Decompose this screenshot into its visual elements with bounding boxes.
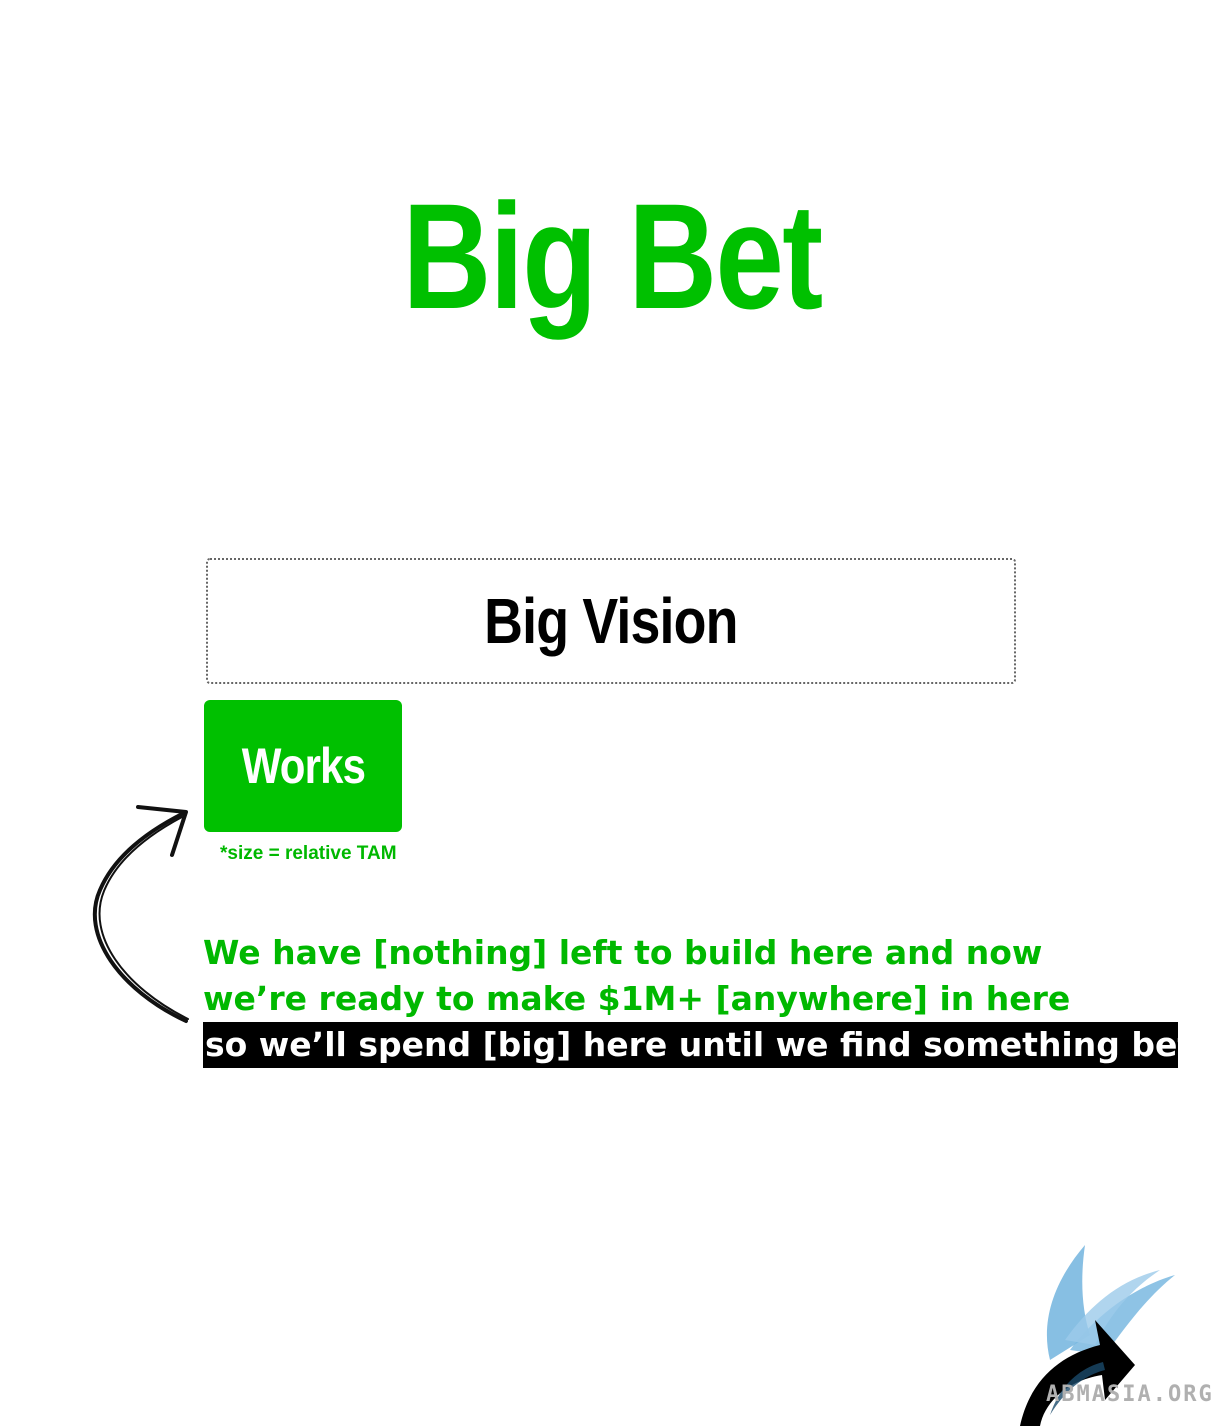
description-line-3-highlight: so we’ll spend [big] here until we find … <box>203 1022 1178 1068</box>
big-vision-box: Big Vision <box>206 558 1016 684</box>
page-title: Big Bet <box>402 172 823 340</box>
works-box: Works <box>204 700 402 832</box>
size-footnote: *size = relative TAM <box>220 843 397 864</box>
big-vision-label: Big Vision <box>484 585 738 657</box>
description: We have [nothing] left to build here and… <box>203 930 1178 1080</box>
description-line-1: We have [nothing] left to build here and… <box>203 933 1043 972</box>
works-label: Works <box>241 738 365 794</box>
logo-text: ABMASIA.ORG <box>1046 1382 1214 1407</box>
curved-arrow-icon <box>93 805 189 1023</box>
description-line-2: we’re ready to make $1M+ [anywhere] in h… <box>203 979 1071 1018</box>
eagle-logo-icon <box>1020 1245 1175 1426</box>
